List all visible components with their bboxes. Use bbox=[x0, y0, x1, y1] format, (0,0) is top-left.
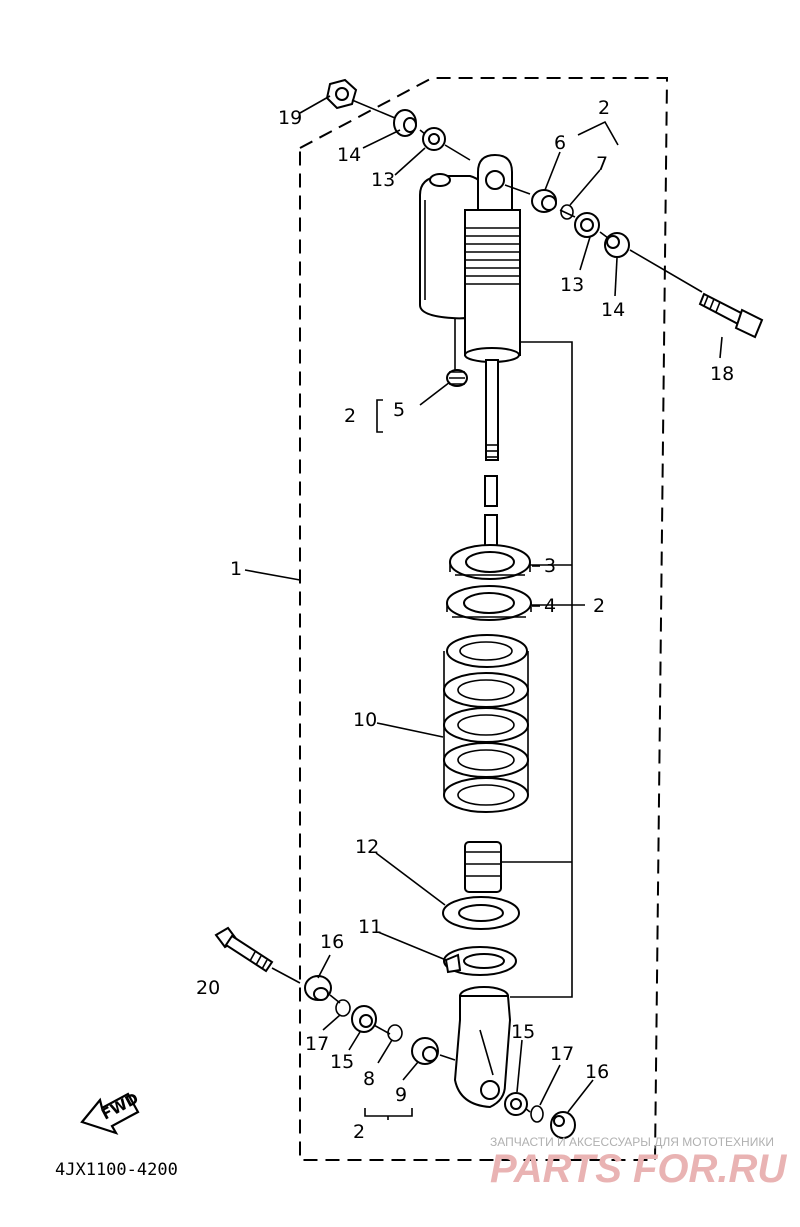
label-15-right: 15 bbox=[511, 1021, 535, 1043]
lock-ring-4 bbox=[446, 585, 532, 621]
label-2-mid: 2 bbox=[593, 595, 605, 617]
label-13-right: 13 bbox=[560, 274, 584, 296]
label-10: 10 bbox=[353, 709, 377, 731]
label-17-left: 17 bbox=[305, 1033, 329, 1055]
circlip-17-right bbox=[530, 1105, 544, 1123]
label-8: 8 bbox=[363, 1068, 375, 1090]
label-16-right: 16 bbox=[585, 1061, 609, 1083]
bolt-20 bbox=[214, 926, 274, 973]
collar-14-right bbox=[604, 232, 630, 258]
circlip-17-left bbox=[335, 999, 351, 1017]
bearing-6 bbox=[531, 189, 557, 213]
spring-stopper-11 bbox=[443, 946, 517, 976]
label-17-right: 17 bbox=[550, 1043, 574, 1065]
label-3: 3 bbox=[544, 555, 556, 577]
watermark-brand: PARTS FOR.RU bbox=[490, 1147, 787, 1191]
adjuster-ring-3 bbox=[449, 544, 531, 580]
label-1: 1 bbox=[230, 558, 242, 580]
label-2-bottom: 2 bbox=[353, 1121, 365, 1143]
label-2-left: 2 bbox=[344, 405, 356, 427]
label-5: 5 bbox=[393, 399, 405, 421]
bump-stop bbox=[464, 841, 502, 893]
label-4: 4 bbox=[544, 595, 556, 617]
assembly-boundary bbox=[299, 77, 669, 1161]
label-19: 19 bbox=[278, 107, 302, 129]
label-16-left: 16 bbox=[320, 931, 344, 953]
label-6: 6 bbox=[554, 132, 566, 154]
bracket-right bbox=[501, 341, 585, 998]
bush-15-right bbox=[504, 1092, 528, 1116]
label-2-top: 2 bbox=[598, 97, 610, 119]
bracket-8-9 bbox=[364, 1108, 413, 1120]
label-13-top: 13 bbox=[371, 169, 395, 191]
spring-10 bbox=[443, 634, 529, 813]
label-7: 7 bbox=[596, 153, 608, 175]
watermark-tagline: ЗАПЧАСТИ И АКСЕССУАРЫ ДЛЯ МОТОТЕХНИКИ bbox=[490, 1135, 774, 1149]
bush-15-left bbox=[351, 1005, 377, 1033]
label-18: 18 bbox=[710, 363, 734, 385]
bolt-19 bbox=[325, 78, 358, 110]
circlip-7 bbox=[560, 204, 574, 220]
label-20: 20 bbox=[196, 977, 220, 999]
bearing-9 bbox=[411, 1037, 439, 1065]
label-11: 11 bbox=[358, 916, 382, 938]
label-14-top: 14 bbox=[337, 144, 361, 166]
piston-rod bbox=[484, 359, 499, 551]
label-12: 12 bbox=[355, 836, 379, 858]
leader-lines bbox=[244, 95, 723, 1113]
bush-13-top bbox=[422, 127, 446, 151]
bush-13-right bbox=[574, 212, 600, 238]
bracket-6-7 bbox=[577, 120, 619, 146]
label-14-right: 14 bbox=[601, 299, 625, 321]
circlip-8 bbox=[387, 1024, 403, 1042]
diagram-code: 4JX1100-4200 bbox=[55, 1160, 178, 1180]
bolt-18 bbox=[698, 292, 764, 339]
fwd-arrow-icon: FWD bbox=[80, 1089, 142, 1135]
reservoir-cap bbox=[446, 369, 468, 387]
label-15-left: 15 bbox=[330, 1051, 354, 1073]
lower-clevis bbox=[453, 986, 512, 1109]
shock-body bbox=[464, 153, 521, 363]
label-9: 9 bbox=[395, 1084, 407, 1106]
collar-16-right bbox=[550, 1111, 576, 1139]
spring-guide-12 bbox=[442, 896, 520, 930]
axis-line-top bbox=[351, 99, 703, 293]
bracket-2-5 bbox=[376, 399, 383, 433]
collar-16-left bbox=[304, 975, 332, 1001]
